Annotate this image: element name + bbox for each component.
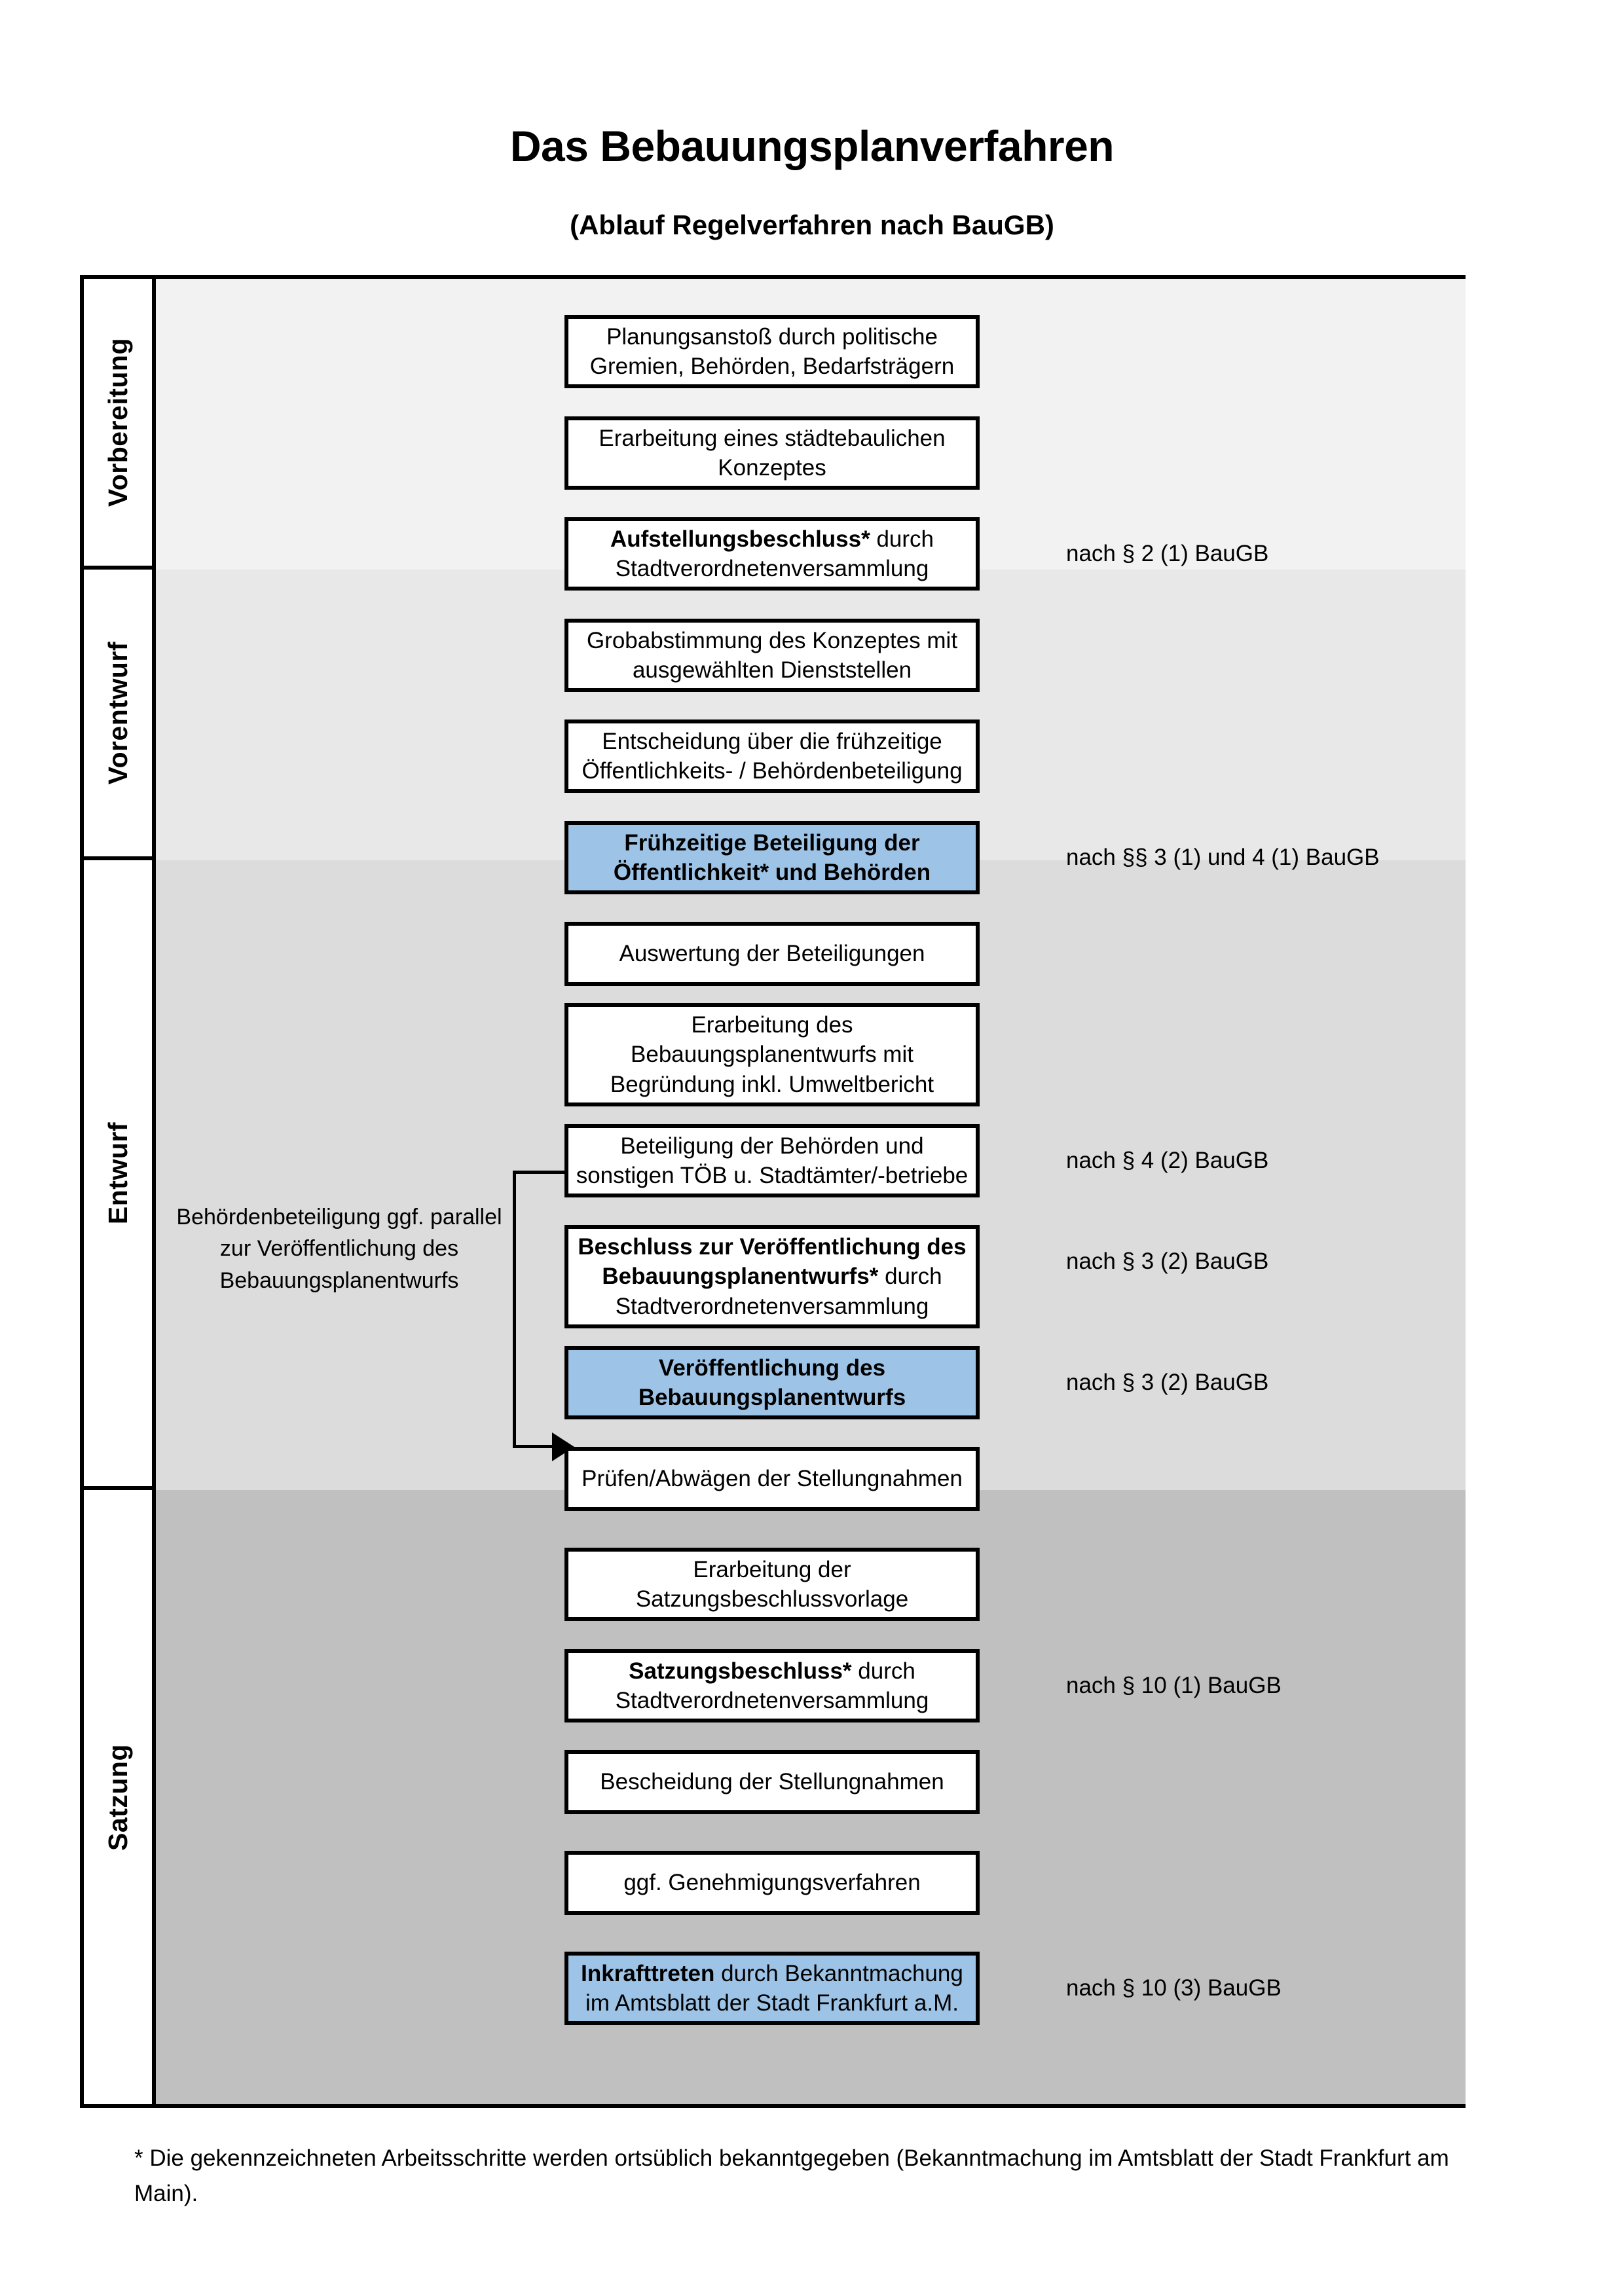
- flow-box-15-text: Bescheidung der Stellungnahmen: [600, 1769, 944, 1795]
- flow-box-17-text: Inkrafttreten durch Bekanntmachung im Am…: [581, 1960, 963, 2016]
- phase-label-vorentwurf: Vorentwurf: [102, 641, 133, 785]
- legal-ref-5: nach § 3 (2) BauGB: [1066, 1370, 1269, 1395]
- phase-label-entwurf: Entwurf: [102, 1121, 133, 1225]
- bypass-line-left: [513, 1171, 516, 1448]
- page-subtitle: (Ablauf Regelverfahren nach BauGB): [570, 210, 1054, 240]
- legal-ref-6: nach § 10 (1) BauGB: [1066, 1673, 1282, 1698]
- phase-column-divider: [152, 279, 156, 2104]
- flow-box-1-text: Planungsanstoß durch politische Gremien,…: [589, 323, 955, 380]
- flow-box-5-text: Entscheidung über die frühzeitige Öffent…: [581, 728, 963, 784]
- flow-box-10[interactable]: Beschluss zur Veröffentlichung des Bebau…: [564, 1225, 980, 1328]
- flow-box-3-text: Aufstellungsbeschluss* durch Stadtverord…: [610, 526, 934, 582]
- legal-ref-3: nach § 4 (2) BauGB: [1066, 1148, 1269, 1173]
- page-title: Das Bebauungsplanverfahren: [509, 122, 1115, 170]
- flow-box-7-text: Auswertung der Beteiligungen: [619, 941, 925, 967]
- flow-box-17[interactable]: Inkrafttreten durch Bekanntmachung im Am…: [564, 1952, 980, 2025]
- flow-box-8-text: Erarbeitung des Bebauungsplanentwurfs mi…: [610, 1011, 934, 1097]
- bypass-line-top: [513, 1171, 568, 1174]
- flow-box-8[interactable]: Erarbeitung des Bebauungsplanentwurfs mi…: [564, 1003, 980, 1106]
- flow-box-4-text: Grobabstimmung des Konzeptes mit ausgewä…: [586, 627, 958, 683]
- flow-box-13-text: Erarbeitung der Satzungsbeschlussvorlage: [635, 1556, 909, 1613]
- legal-ref-2: nach §§ 3 (1) und 4 (1) BauGB: [1066, 845, 1380, 870]
- flow-box-1[interactable]: Planungsanstoß durch politische Gremien,…: [564, 315, 980, 388]
- phase-cell-entwurf: Entwurf: [84, 860, 152, 1490]
- flow-box-3[interactable]: Aufstellungsbeschluss* durch Stadtverord…: [564, 517, 980, 591]
- flow-box-11[interactable]: Veröffentlichung des Bebauungsplanentwur…: [564, 1346, 980, 1419]
- phase-cell-satzung: Satzung: [84, 1490, 152, 2104]
- flow-box-14-text: Satzungsbeschluss* durch Stadtverordnete…: [615, 1658, 929, 1714]
- legal-ref-1: nach § 2 (1) BauGB: [1066, 541, 1269, 566]
- flow-box-6-text: Frühzeitige Beteiligung der Öffentlichke…: [613, 829, 931, 886]
- phase-cell-vorentwurf: Vorentwurf: [84, 570, 152, 860]
- phase-label-satzung: Satzung: [102, 1743, 133, 1851]
- flow-box-15[interactable]: Bescheidung der Stellungnahmen: [564, 1750, 980, 1814]
- flow-box-13[interactable]: Erarbeitung der Satzungsbeschlussvorlage: [564, 1548, 980, 1621]
- flow-box-9[interactable]: Beteiligung der Behörden und sonstigen T…: [564, 1124, 980, 1197]
- side-note: Behördenbeteiligung ggf. parallel zur Ve…: [176, 1205, 502, 1293]
- flow-box-16-text: ggf. Genehmigungsverfahren: [623, 1870, 921, 1896]
- flow-box-5[interactable]: Entscheidung über die frühzeitige Öffent…: [564, 720, 980, 793]
- footnote: * Die gekennzeichneten Arbeitsschritte w…: [134, 2145, 1449, 2207]
- flow-box-4[interactable]: Grobabstimmung des Konzeptes mit ausgewä…: [564, 619, 980, 692]
- phase-cell-vorbereitung: Vorbereitung: [84, 279, 152, 570]
- flow-box-14[interactable]: Satzungsbeschluss* durch Stadtverordnete…: [564, 1649, 980, 1722]
- bypass-line-bottom: [513, 1445, 553, 1448]
- band-vorentwurf: [156, 570, 1466, 860]
- flow-box-12-text: Prüfen/Abwägen der Stellungnahmen: [581, 1466, 963, 1492]
- flow-box-2-text: Erarbeitung eines städtebaulichen Konzep…: [599, 425, 946, 481]
- flow-box-12[interactable]: Prüfen/Abwägen der Stellungnahmen: [564, 1447, 980, 1511]
- legal-ref-4: nach § 3 (2) BauGB: [1066, 1248, 1269, 1274]
- flow-box-10-text: Beschluss zur Veröffentlichung des Bebau…: [578, 1233, 967, 1319]
- flow-box-7[interactable]: Auswertung der Beteiligungen: [564, 922, 980, 986]
- flow-box-2[interactable]: Erarbeitung eines städtebaulichen Konzep…: [564, 416, 980, 490]
- flow-box-11-text: Veröffentlichung des Bebauungsplanentwur…: [638, 1355, 906, 1411]
- flow-box-6[interactable]: Frühzeitige Beteiligung der Öffentlichke…: [564, 821, 980, 894]
- flow-box-16[interactable]: ggf. Genehmigungsverfahren: [564, 1851, 980, 1915]
- phase-label-vorbereitung: Vorbereitung: [102, 337, 133, 507]
- flowchart-frame: Vorbereitung Vorentwurf Entwurf Satzung: [80, 275, 1466, 2108]
- flow-box-9-text: Beteiligung der Behörden und sonstigen T…: [576, 1133, 969, 1189]
- phase-column: Vorbereitung Vorentwurf Entwurf Satzung: [84, 279, 152, 2104]
- legal-ref-7: nach § 10 (3) BauGB: [1066, 1975, 1282, 2001]
